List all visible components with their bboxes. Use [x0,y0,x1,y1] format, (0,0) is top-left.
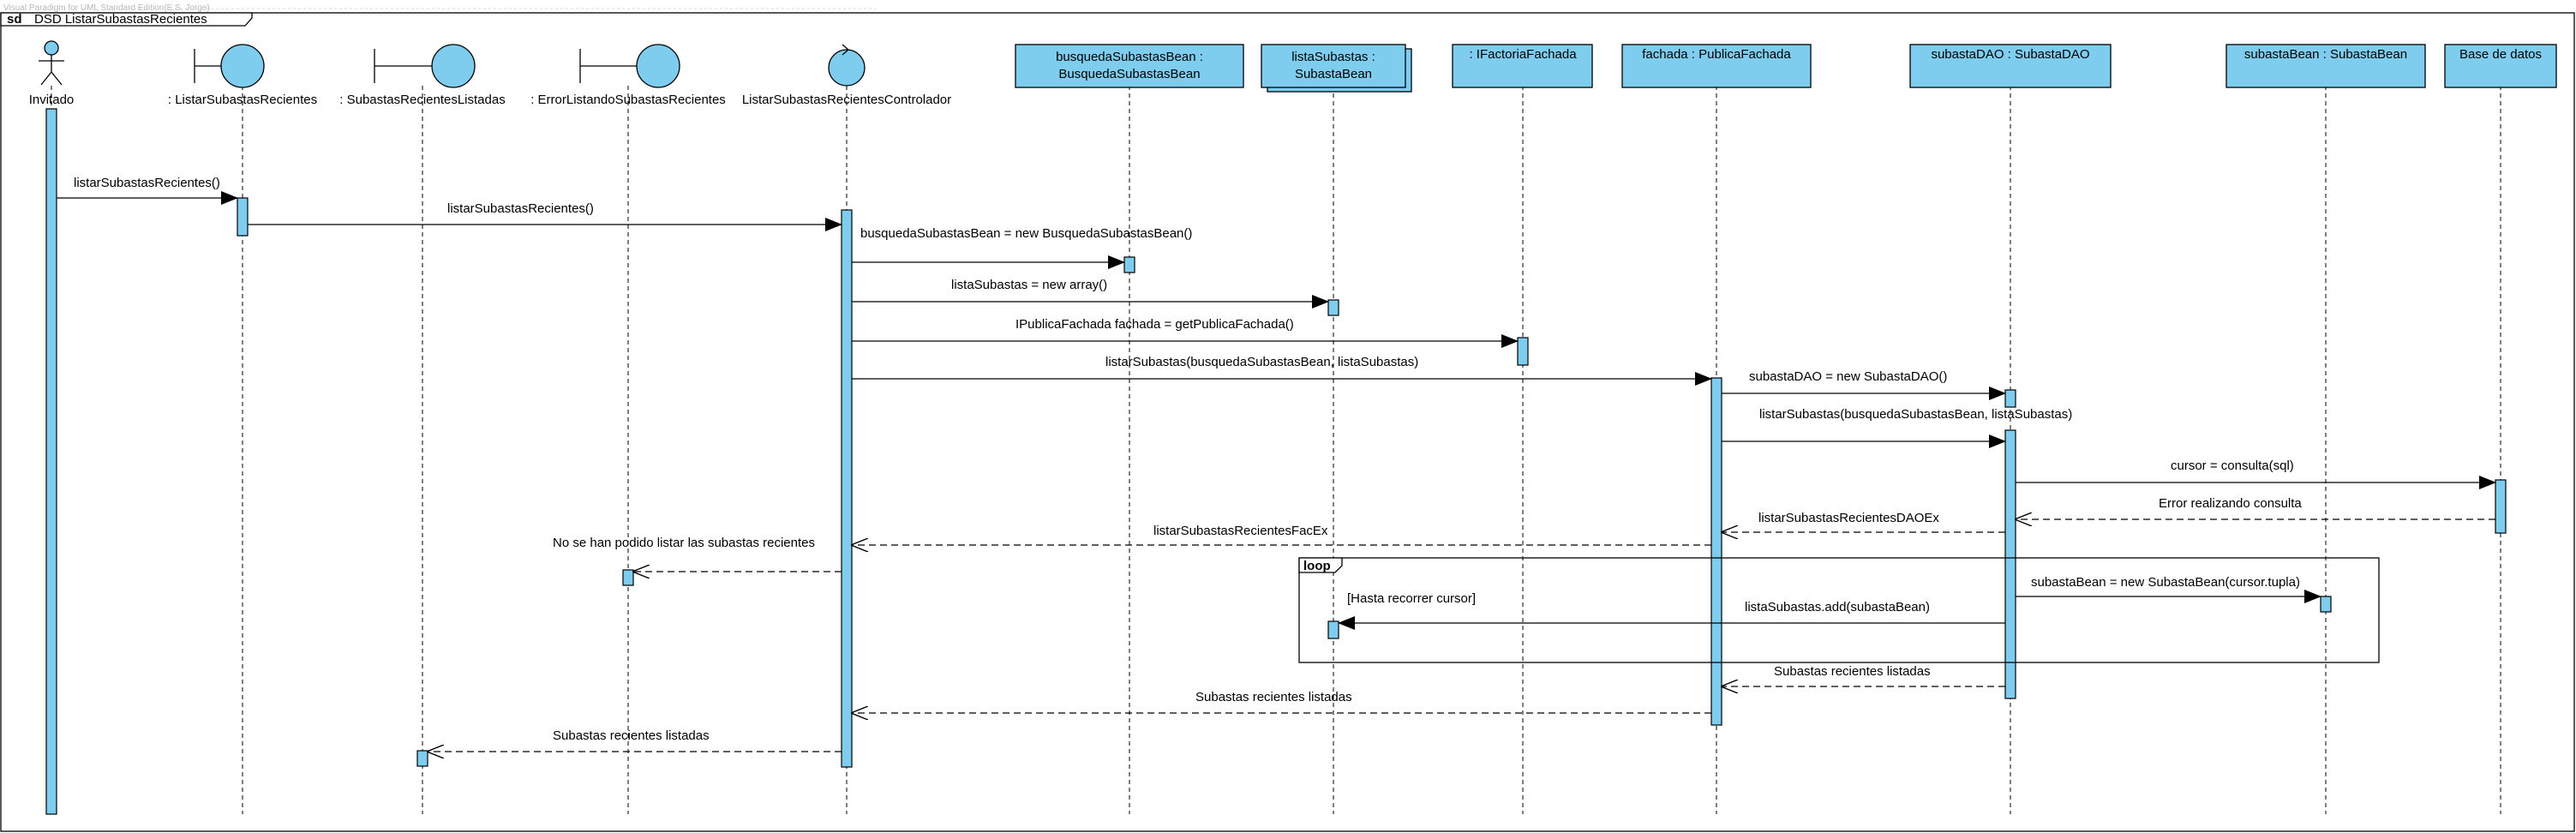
control-label: ListarSubastasRecientesControlador [742,93,951,107]
lifelines [51,86,2501,814]
participant-fachada[interactable]: fachada : PublicaFachada [1621,44,1812,88]
activation-db [2495,479,2507,534]
message-labels: listarSubastasRecientes() listarSubastas… [74,176,2302,743]
actor-label: Invitado [29,93,75,107]
frame-title: DSD ListarSubastasRecientes [34,12,207,27]
participant-ifactoria-fachada[interactable]: : IFactoriaFachada [1452,44,1593,88]
participant-box [1015,44,1244,88]
participant-label-1: busquedaSubastasBean : [1056,50,1203,64]
msg-label-9: cursor = consulta(sql) [2171,458,2294,473]
participant-busqueda-subastas-bean[interactable]: busquedaSubastasBean : BusquedaSubastasB… [1015,44,1244,88]
msg-label-6: listarSubastas(busquedaSubastasBean, lis… [1105,355,1418,369]
msg-label-14: subastaBean = new SubastaBean(cursor.tup… [2031,575,2300,590]
participant-box [1621,44,1812,88]
participant-label-1: listaSubastas : [1291,50,1375,64]
msg-label-12: listarSubastasRecientesFacEx [1153,524,1328,538]
participant-label: fachada : PublicaFachada [1642,47,1791,62]
msg-label-1: listarSubastasRecientes() [74,176,220,190]
msg-label-7: subastaDAO = new SubastaDAO() [1749,369,1947,384]
boundary-icon [579,44,680,88]
frame-keyword: sd [7,12,22,27]
activation-actor [45,108,57,815]
participant-box [1452,44,1593,88]
actor-icon [39,40,64,86]
frame-tab [0,12,253,27]
actor-invitado[interactable]: Invitado [29,40,75,107]
boundary-error-listando[interactable]: : ErrorListandoSubastasRecientes [530,44,726,107]
activation-dao [2004,429,2016,699]
msg-label-15: listaSubastas.add(subastaBean) [1745,600,1930,614]
control-listar-subastas-recientes[interactable]: ListarSubastasRecientesControlador [742,44,951,107]
activation-busqueda [1123,256,1135,273]
loop-guard: [Hasta recorrer cursor] [1347,591,1476,606]
frame-border [0,12,2575,832]
participant-label: subastaBean : SubastaBean [2244,47,2407,62]
participant-subasta-bean[interactable]: subastaBean : SubastaBean [2226,44,2426,88]
boundary-icon [374,44,476,88]
control-icon [828,44,866,87]
activation-error [622,569,634,586]
participant-box [2226,44,2426,88]
message-lines [57,191,2496,752]
participant-label: : IFactoriaFachada [1469,47,1577,62]
participant-subasta-dao[interactable]: subastaDAO : SubastaDAO [1909,44,2112,88]
msg-label-2: listarSubastasRecientes() [447,201,594,216]
participant-label: Base de datos [2459,47,2542,62]
msg-label-13: No se han podido listar las subastas rec… [553,536,815,550]
boundary-label: : ListarSubastasRecientes [168,93,317,107]
activation-b1 [237,197,249,237]
boundary-label: : ErrorListandoSubastasRecientes [530,93,726,107]
activation-lista-add [1327,620,1339,639]
participant-label: subastaDAO : SubastaDAO [1931,47,2089,62]
msg-label-3: busquedaSubastasBean = new BusquedaSubas… [860,226,1192,241]
msg-label-17: Subastas recientes listadas [1195,690,1352,704]
activation-subasta-bean [2320,596,2332,613]
participant-box [1261,44,1406,88]
participant-label-2: BusquedaSubastasBean [1058,67,1200,81]
boundary-icon [194,44,265,88]
loop-fragment: loop [Hasta recorrer cursor] [1298,557,2380,663]
loop-tab [1298,557,1343,573]
watermark-text: Visual Paradigm for UML Standard Edition… [3,3,210,13]
msg-label-11: listarSubastasRecientesDAOEx [1758,511,1939,525]
boundary-listar-subastas-recientes[interactable]: : ListarSubastasRecientes [168,44,317,107]
msg-label-5: IPublicaFachada fachada = getPublicaFach… [1015,317,1294,332]
activation-ifactoria [1517,337,1529,366]
msg-label-10: Error realizando consulta [2159,496,2302,511]
activation-listadas [416,750,428,767]
msg-label-18: Subastas recientes listadas [553,728,710,743]
activation-bars [45,108,2507,815]
activation-lista [1327,299,1339,316]
boundary-subastas-recientes-listadas[interactable]: : SubastasRecientesListadas [339,44,506,107]
msg-label-4: listaSubastas = new array() [951,278,1107,292]
activation-controller [841,209,853,768]
participant-base-de-datos[interactable]: Base de datos [2444,44,2557,88]
participant-label-2: SubastaBean [1295,67,1372,81]
msg-label-8: listarSubastas(busquedaSubastasBean, lis… [1759,407,2072,422]
activation-dao-create [2004,389,2016,408]
participant-box [2444,44,2557,88]
loop-frame [1298,557,2380,663]
participant-box [1909,44,2112,88]
participant-lista-subastas[interactable]: listaSubastas : SubastaBean [1261,44,1412,93]
activation-fachada [1710,377,1722,726]
boundary-label: : SubastasRecientesListadas [339,93,505,107]
msg-label-16: Subastas recientes listadas [1774,664,1931,679]
loop-keyword: loop [1303,559,1331,573]
